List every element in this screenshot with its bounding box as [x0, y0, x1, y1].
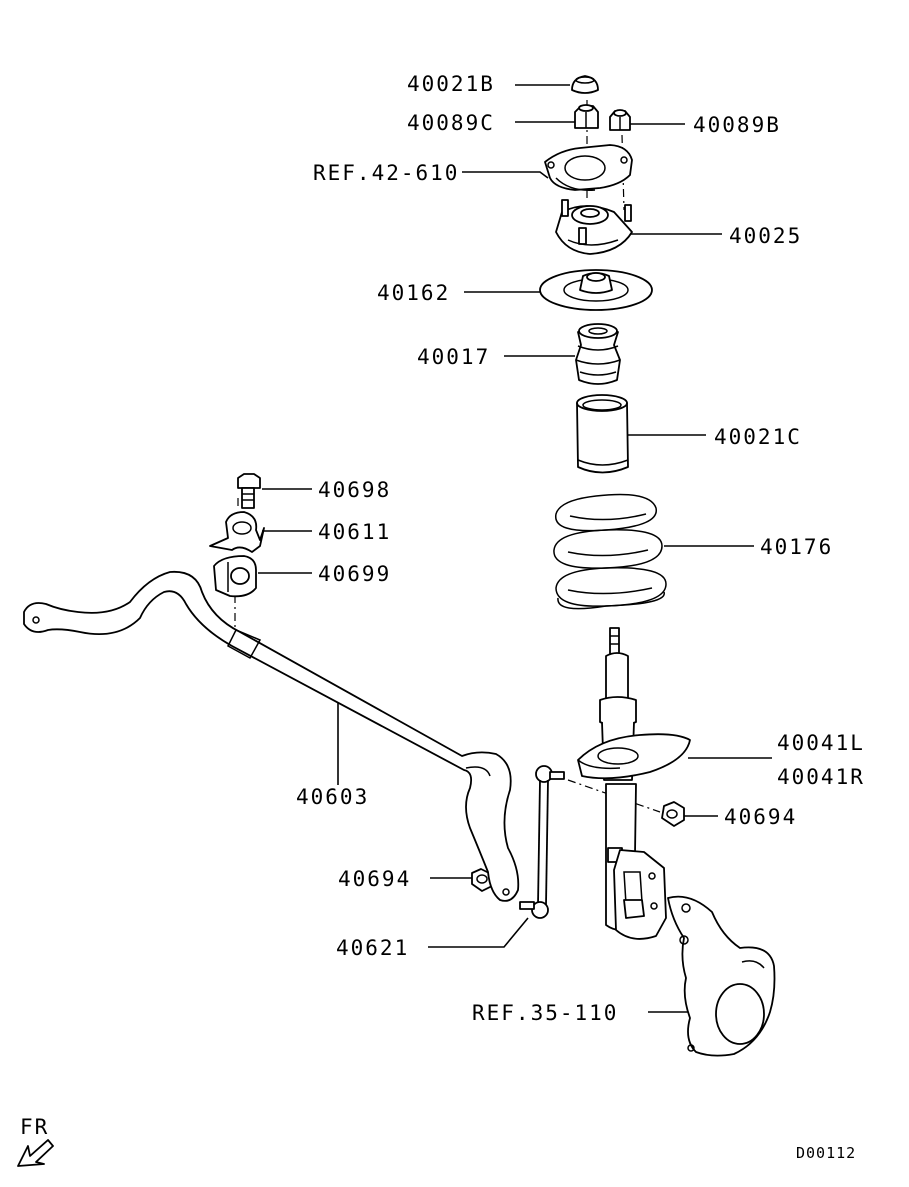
- part-40041-spring-seat: [577, 733, 691, 780]
- label-ref-35-110: REF.35-110: [472, 1001, 618, 1025]
- part-40694-nut-upper: [661, 801, 685, 827]
- label-40025: 40025: [729, 224, 802, 248]
- part-40089B-nut: [609, 109, 631, 131]
- part-40021C-dust-boot: [576, 394, 629, 474]
- diagram-code: D00112: [796, 1144, 856, 1162]
- label-40089B: 40089B: [693, 113, 781, 137]
- label-40021B: 40021B: [407, 72, 495, 96]
- label-40611: 40611: [318, 520, 391, 544]
- part-ref-35-110-knuckle: [667, 895, 776, 1057]
- part-40603-stabilizer-bar: [23, 570, 520, 902]
- label-40603: 40603: [296, 785, 369, 809]
- part-labels: 40021B 40089C 40089B REF.42-610 40025 40…: [20, 72, 865, 1162]
- part-40698-bolt: [237, 473, 261, 509]
- direction-label: FR: [20, 1115, 49, 1139]
- part-40611-bracket: [209, 511, 265, 553]
- part-40176-coil-spring: [553, 493, 667, 610]
- label-40698: 40698: [318, 478, 391, 502]
- label-40089C: 40089C: [407, 111, 495, 135]
- part-40089C-nut: [574, 104, 599, 129]
- label-40021C: 40021C: [714, 425, 802, 449]
- part-40699-bushing: [213, 555, 257, 598]
- label-40621: 40621: [336, 936, 409, 960]
- label-40041R: 40041R: [777, 765, 865, 789]
- label-40017: 40017: [417, 345, 490, 369]
- label-ref-42-610: REF.42-610: [313, 161, 459, 185]
- label-40041L: 40041L: [777, 731, 865, 755]
- label-40162: 40162: [377, 281, 450, 305]
- part-40162-spring-seat: [539, 269, 653, 311]
- part-40621-stabilizer-link: [519, 765, 565, 919]
- part-strut-lower-tube: [605, 783, 667, 940]
- part-ref-42-610-bracket: [544, 144, 633, 191]
- leader-lines: [258, 84, 772, 1013]
- label-40699: 40699: [318, 562, 391, 586]
- part-40021B-cap: [571, 75, 599, 94]
- part-40025-strut-mount: [555, 199, 633, 255]
- part-40017-bump-stop: [575, 323, 621, 385]
- label-40694-lower: 40694: [338, 867, 411, 891]
- label-40176: 40176: [760, 535, 833, 559]
- label-40694-upper: 40694: [724, 805, 797, 829]
- direction-arrow-icon: [17, 1139, 54, 1167]
